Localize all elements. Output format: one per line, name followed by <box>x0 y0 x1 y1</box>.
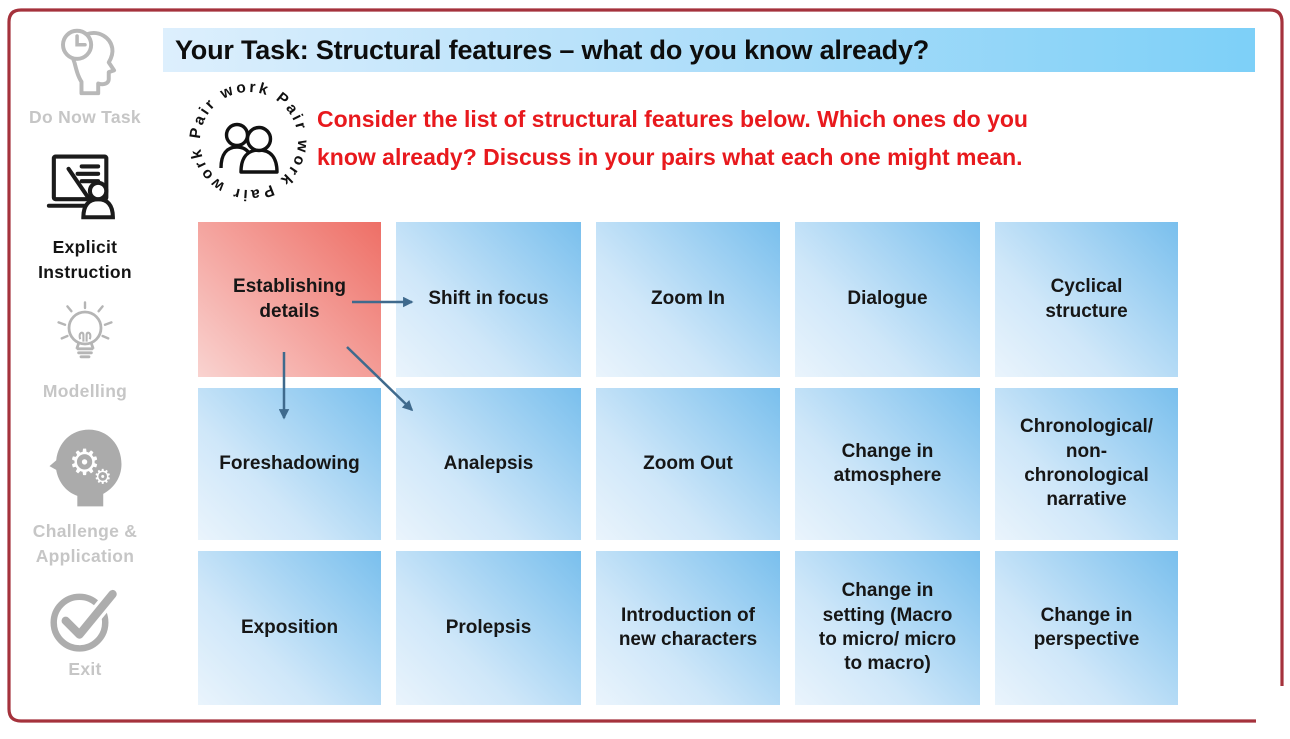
task-instruction-line2: know already? Discuss in your pairs what… <box>317 144 1023 170</box>
sidebar-item-label: Modelling <box>42 381 128 401</box>
pair-work-icon: Pair work Pair work Pair work <box>189 80 309 202</box>
sidebar-item-label: Challenge & Application <box>32 521 138 567</box>
people-icon <box>219 122 279 174</box>
feature-box-establishing-details: Establishing details <box>198 222 381 377</box>
check-circle-icon <box>50 586 120 652</box>
feature-box-change-in-perspective: Change in perspective <box>995 551 1178 705</box>
slide-title: Your Task: Structural features – what do… <box>175 34 930 65</box>
whiteboard-teacher-icon <box>46 154 115 220</box>
sidebar-item-challenge-application: ⚙ ⚙ Challenge & Application <box>10 420 160 570</box>
feature-box-foreshadowing: Foreshadowing <box>198 388 381 540</box>
feature-box-exposition: Exposition <box>198 551 381 705</box>
feature-box-change-in-setting: Change in setting (Macro to micro/ micro… <box>795 551 980 705</box>
feature-box-zoom-out: Zoom Out <box>596 388 780 540</box>
feature-box-dialogue: Dialogue <box>795 222 980 377</box>
sidebar-item-label: Do Now Task <box>29 107 141 127</box>
sidebar-item-do-now-task: Do Now Task <box>10 14 160 130</box>
feature-box-prolepsis: Prolepsis <box>396 551 581 705</box>
head-clock-icon <box>61 28 117 96</box>
feature-box-introduction-of-new-characters: Introduction of new characters <box>596 551 780 705</box>
head-gears-icon: ⚙ ⚙ <box>49 429 122 507</box>
task-instruction: Consider the list of structural features… <box>317 100 1177 176</box>
sidebar-item-modelling: Modelling <box>10 296 160 404</box>
svg-text:⚙: ⚙ <box>69 443 101 484</box>
feature-box-change-in-atmosphere: Change in atmosphere <box>795 388 980 540</box>
feature-box-shift-in-focus: Shift in focus <box>396 222 581 377</box>
svg-text:⚙: ⚙ <box>94 464 112 488</box>
lightbulb-icon <box>57 301 113 359</box>
feature-box-cyclical-structure: Cyclical structure <box>995 222 1178 377</box>
sidebar-item-exit: Exit <box>10 582 160 682</box>
feature-box-chronological-narrative: Chronological/ non- chronological narrat… <box>995 388 1178 540</box>
feature-box-analepsis: Analepsis <box>396 388 581 540</box>
features-grid: Establishing details Shift in focus Zoom… <box>198 222 1178 705</box>
feature-box-zoom-in: Zoom In <box>596 222 780 377</box>
sidebar-item-explicit-instruction: Explicit Instruction <box>10 150 160 286</box>
title-bar: Your Task: Structural features – what do… <box>163 28 1255 72</box>
task-instruction-line1: Consider the list of structural features… <box>317 106 1028 132</box>
sidebar-item-label: Explicit Instruction <box>38 237 132 283</box>
sidebar-item-label: Exit <box>68 659 102 679</box>
